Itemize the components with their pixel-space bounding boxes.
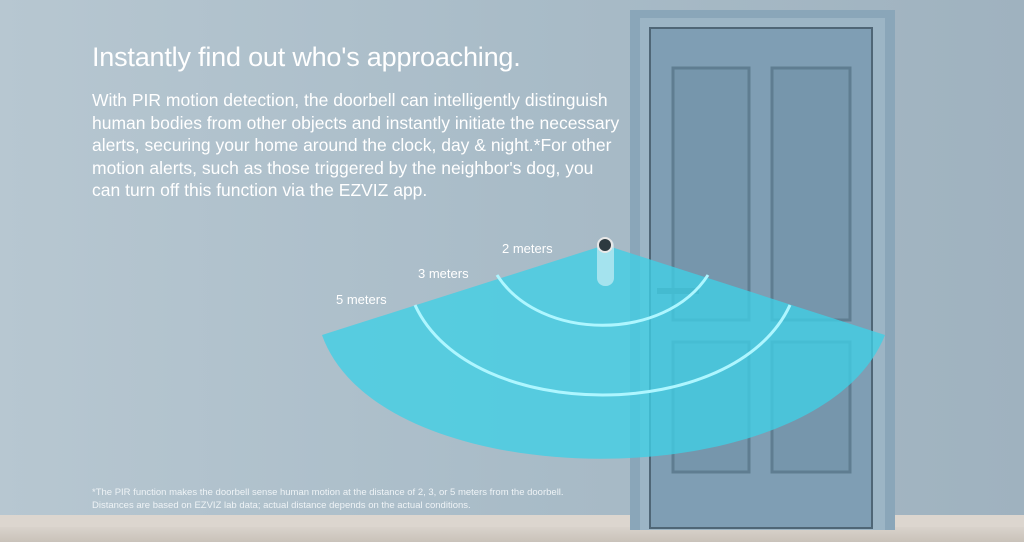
footnote: *The PIR function makes the doorbell sen…: [92, 486, 564, 512]
footnote-line: *The PIR function makes the doorbell sen…: [92, 487, 564, 498]
label-3-meters: 3 meters: [418, 266, 469, 281]
description: With PIR motion detection, the doorbell …: [92, 90, 620, 200]
footnote-line: Distances are based on EZVIZ lab data; a…: [92, 500, 471, 511]
detection-fan: [322, 245, 885, 459]
floor: [0, 527, 1024, 542]
headline: Instantly find out who's approaching.: [92, 42, 521, 72]
label-2-meters: 2 meters: [502, 241, 553, 256]
label-5-meters: 5 meters: [336, 292, 387, 307]
doorbell: [597, 237, 614, 286]
arc-2m: [495, 274, 710, 327]
arc-3m: [413, 304, 792, 397]
